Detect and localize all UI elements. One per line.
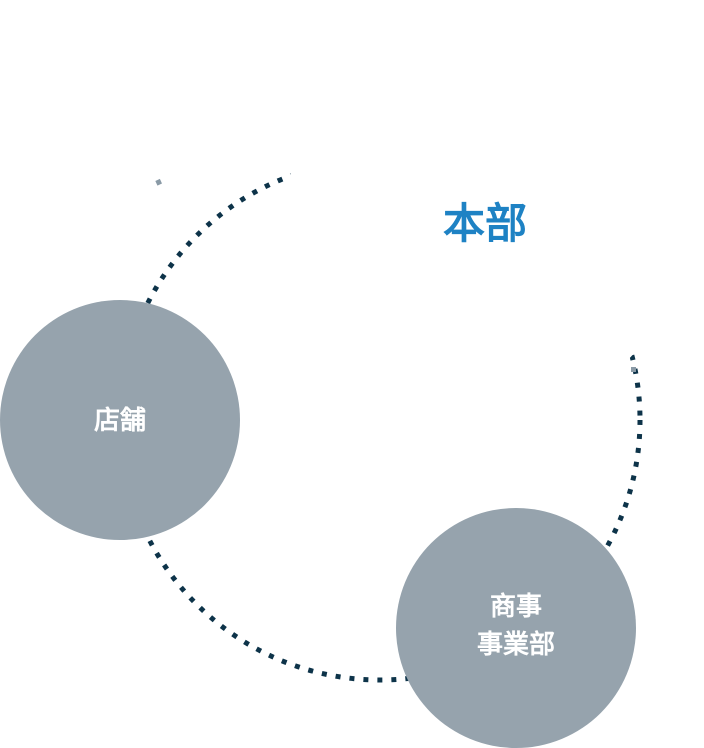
trading-division-line1: 商事: [489, 592, 542, 622]
trading-division-node: [396, 508, 636, 748]
fade-dot: [631, 367, 636, 372]
fade-dot: [155, 178, 162, 186]
headquarters-area: [285, 20, 685, 420]
store-node: [0, 300, 240, 540]
trading-division-line2: 事業部: [476, 630, 555, 660]
headquarters-label: 本部: [442, 199, 527, 248]
store-label: 店舗: [93, 406, 146, 436]
trading-division-label: 商事 事業部: [416, 588, 616, 664]
